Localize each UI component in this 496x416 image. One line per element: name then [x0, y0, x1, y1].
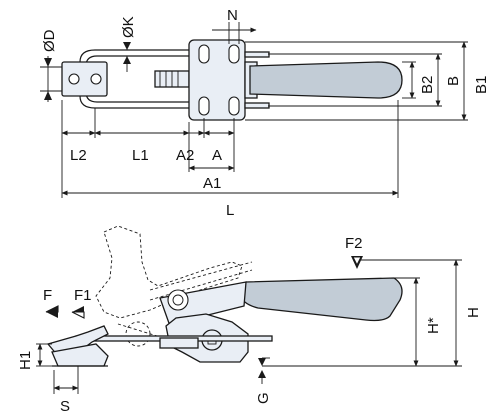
dim-label-l1: L1: [132, 147, 149, 164]
dim-label-a: A: [212, 147, 222, 164]
open-position-outline: [95, 225, 243, 319]
dim-label-h: H: [465, 307, 482, 318]
hook-hole-right: [90, 73, 102, 85]
dim-label-b2: B2: [419, 76, 436, 94]
dim-label-n: N: [227, 7, 238, 24]
dim-label-a2: A2: [176, 147, 194, 164]
dim-label-f1: F1: [74, 287, 92, 304]
dim-label-l2: L2: [70, 147, 87, 164]
dim-label-s: S: [60, 398, 70, 415]
dim-label-f2: F2: [345, 235, 363, 252]
top-dimensions: ØD ØK N B2 B B1: [40, 7, 490, 219]
dim-label-h1: H1: [17, 351, 34, 370]
dim-label-f: F: [43, 287, 52, 304]
dim-label-g: G: [255, 392, 272, 404]
dim-label-d: ØD: [41, 29, 58, 52]
dim-label-l: L: [226, 202, 234, 219]
dim-label-a1: A1: [203, 175, 221, 192]
dim-label-hstar: H*: [425, 317, 442, 334]
dim-label-b1: B1: [473, 76, 490, 94]
hook-hole-left: [68, 73, 80, 85]
top-view: [61, 39, 403, 121]
handle-grip: [249, 61, 403, 99]
side-handle: [239, 277, 403, 322]
side-view: [46, 225, 403, 367]
hook-plate: [61, 61, 108, 97]
side-dimensions: F2 F F1 H* H H1 G S: [17, 235, 482, 415]
dim-label-k: ØK: [120, 16, 137, 38]
dim-label-b: B: [445, 76, 462, 86]
